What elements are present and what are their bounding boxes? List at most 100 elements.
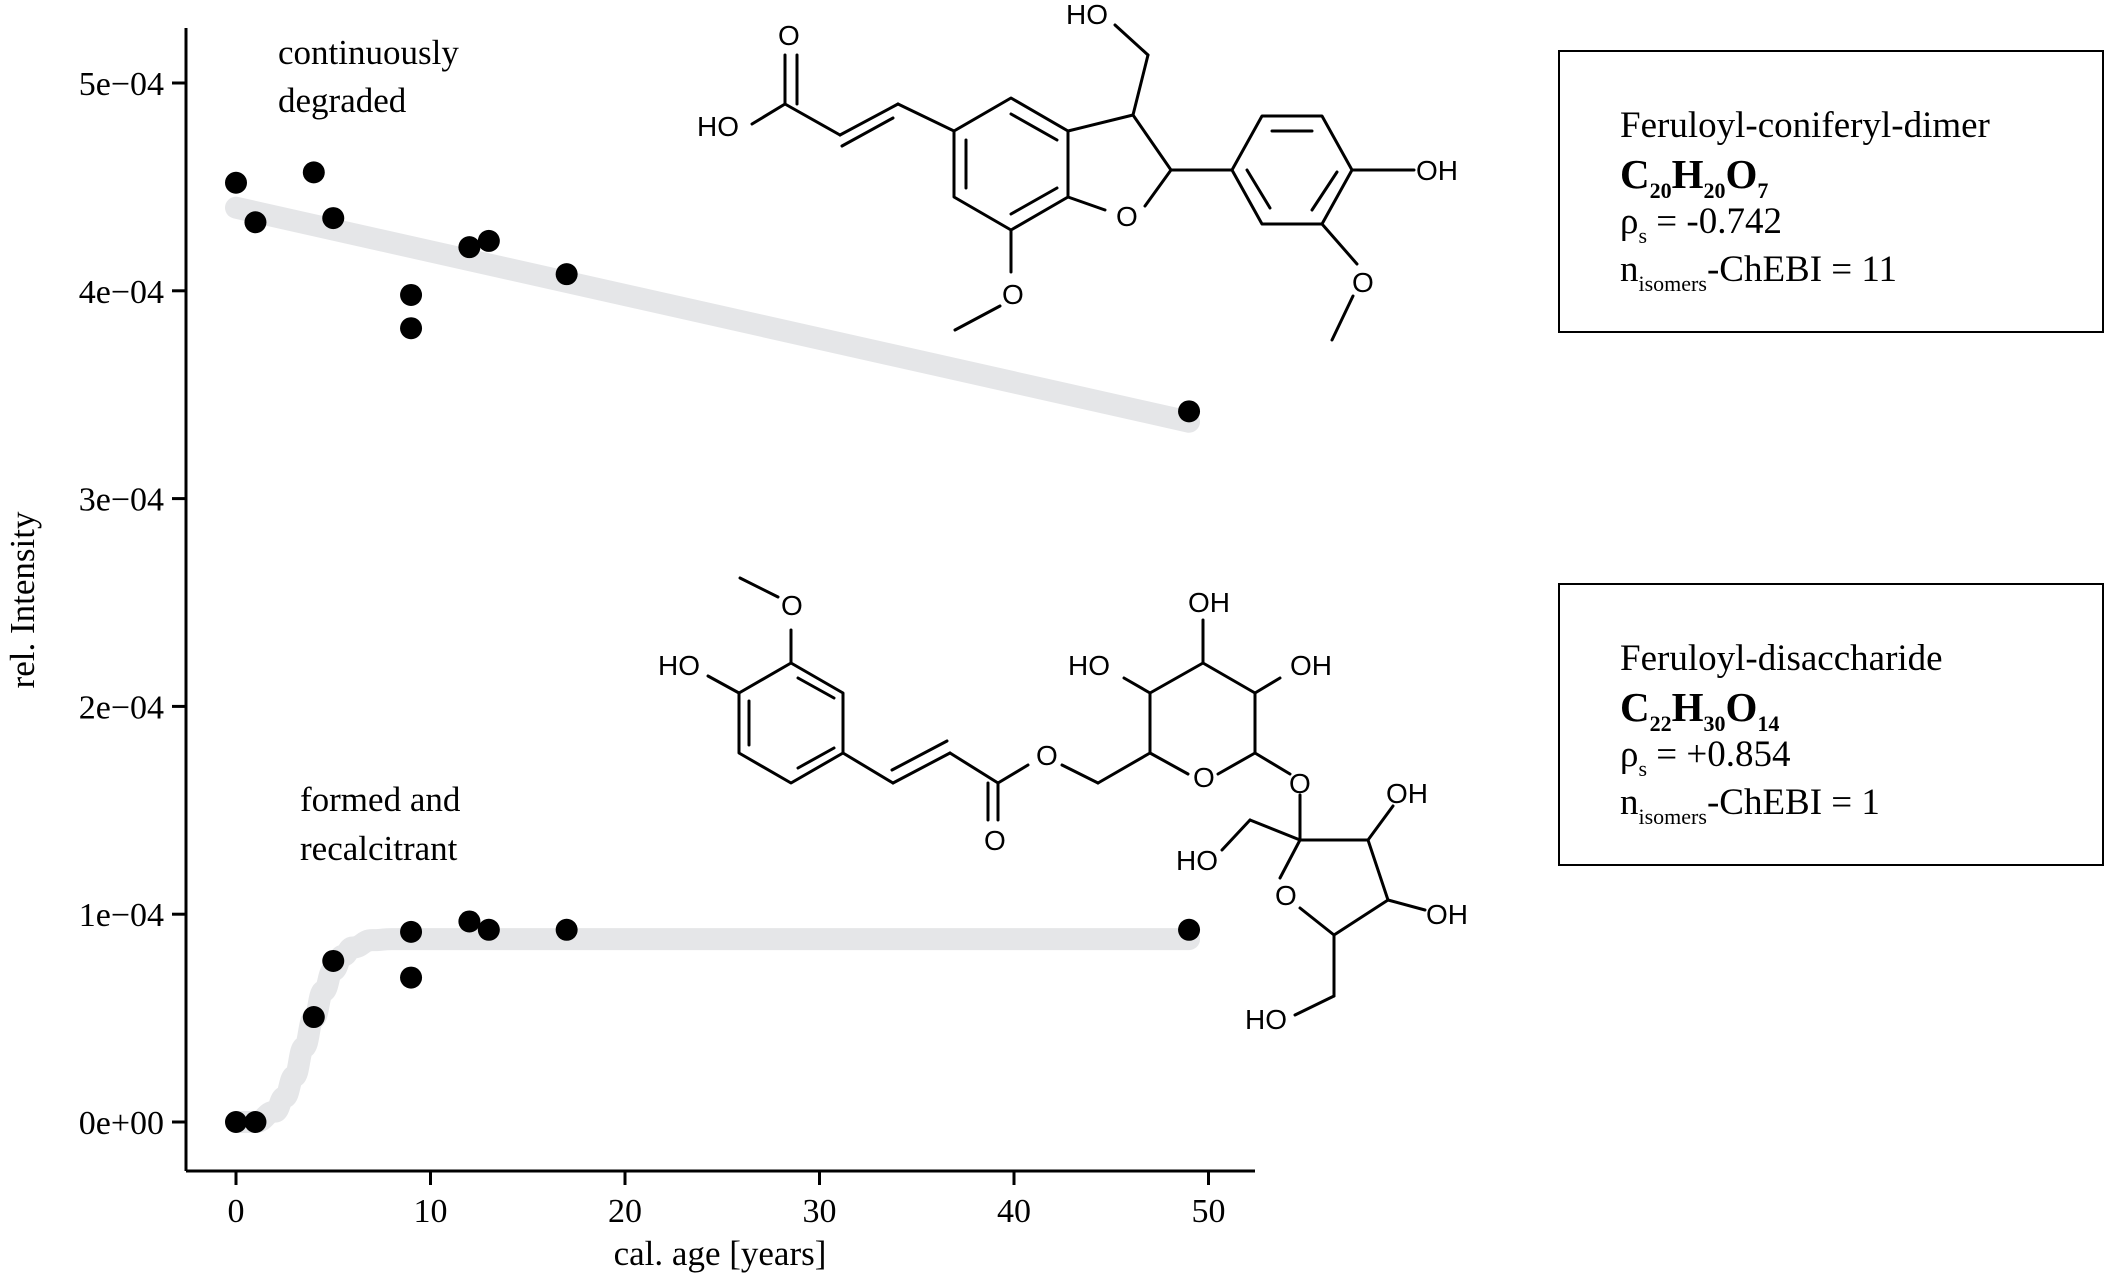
bond	[891, 751, 952, 785]
data-point-series-2	[555, 918, 578, 941]
bond	[1148, 751, 1190, 776]
data-point-series-1	[225, 171, 247, 194]
data-point-series-2	[477, 918, 500, 941]
bond	[750, 102, 787, 126]
ring-inner-bond	[1009, 112, 1059, 142]
dimer-label-o-carbonyl: O	[778, 20, 800, 51]
sugar-label-ho-left: HO	[1068, 650, 1110, 681]
axes	[184, 28, 1255, 1173]
bond	[1248, 818, 1302, 842]
annotation-formed-line2: recalcitrant	[300, 829, 458, 868]
bond	[948, 751, 1000, 785]
bond	[1253, 676, 1282, 695]
x-axis-title: cal. age [years]	[614, 1234, 827, 1273]
points-layer	[225, 161, 1201, 1133]
trend-band-series-2	[225, 928, 1201, 1133]
data-point-series-1	[477, 229, 500, 252]
bond	[1278, 838, 1302, 880]
compound-formula: C22H30O14	[1620, 684, 1780, 736]
y-tick-label: 3e−04	[79, 482, 164, 519]
data-point-series-2	[302, 1006, 325, 1029]
sugar-label-o-furanose: O	[1275, 880, 1297, 911]
bond	[1113, 23, 1150, 57]
bond	[890, 739, 949, 772]
bond	[1386, 898, 1427, 912]
y-ticks: 0e+00 1e−04 2e−04 3e−04 4e−04 5e−04	[79, 66, 186, 1142]
data-point-series-1	[400, 317, 423, 340]
compound-formula: C20H20O7	[1620, 151, 1769, 203]
sugar-label-oh-furan-right: OH	[1426, 899, 1468, 930]
bond	[1122, 676, 1152, 695]
dimer-label-ho-acid: HO	[697, 111, 739, 142]
annotation-degraded-line2: degraded	[278, 81, 407, 120]
compound-info-box-disaccharide: Feruloyl-disaccharide C22H30O14 ρs = +0.…	[1558, 583, 2104, 866]
sugar-label-ho-phenol: HO	[658, 650, 700, 681]
x-tick-label: 0	[228, 1193, 245, 1230]
data-point-series-2	[400, 966, 423, 989]
y-tick-label: 2e−04	[79, 689, 164, 726]
dimer-label-o-furan: O	[1116, 201, 1138, 232]
y-tick-label: 4e−04	[79, 274, 164, 311]
bond	[1131, 53, 1150, 117]
data-point-series-1	[302, 161, 325, 184]
y-tick-label: 0e+00	[79, 1105, 164, 1142]
data-point-series-2	[400, 920, 423, 943]
x-tick-label: 40	[997, 1193, 1031, 1230]
bond	[1143, 168, 1173, 208]
sugar-label-oh-top: OH	[1188, 587, 1230, 618]
bond	[1201, 661, 1257, 695]
data-point-series-2	[1178, 918, 1201, 941]
bond	[1066, 195, 1107, 212]
bond	[838, 102, 900, 137]
bond	[1148, 661, 1205, 695]
sugar-label-oh-right: OH	[1290, 650, 1332, 681]
bond	[1253, 751, 1292, 776]
data-point-series-2	[322, 949, 345, 972]
structure-feruloyl-disaccharide	[706, 576, 1427, 1017]
bond	[1298, 906, 1336, 937]
annotation-formed-line1: formed and	[300, 780, 461, 819]
compound-name: Feruloyl-coniferyl-dimer	[1620, 105, 1990, 146]
ring-inner-bond	[1310, 170, 1339, 212]
compound-name: Feruloyl-disaccharide	[1620, 638, 1943, 679]
dimer-label-o-methoxy-right: O	[1352, 267, 1374, 298]
bond	[1216, 751, 1257, 776]
data-point-series-1	[322, 207, 345, 230]
sugar-label-o-glycosidic: O	[1289, 768, 1311, 799]
data-point-series-1	[244, 211, 267, 234]
x-tick-label: 10	[414, 1193, 448, 1230]
spearman-rho: ρs = -0.742	[1620, 201, 1782, 248]
bond	[783, 102, 842, 137]
data-point-series-2	[225, 1111, 247, 1133]
bond	[1131, 113, 1173, 172]
annotation-degraded-line1: continuously	[278, 33, 459, 72]
trend-layer	[225, 196, 1201, 1133]
y-tick-label: 5e−04	[79, 66, 164, 103]
bond	[1330, 294, 1355, 342]
sugar-label-o-methoxy: O	[781, 590, 803, 621]
bond	[706, 674, 741, 695]
bond	[841, 751, 895, 785]
sugar-label-ho-ch2-bottom: HO	[1245, 1004, 1287, 1035]
data-point-series-1	[400, 283, 423, 306]
sugar-label-oh-furan-top: OH	[1386, 778, 1428, 809]
isomer-count: nisomers-ChEBI = 1	[1620, 782, 1880, 829]
y-tick-label: 1e−04	[79, 897, 164, 934]
sugar-label-ho-ch2-top: HO	[1176, 845, 1218, 876]
ring-benzene-left	[952, 96, 1070, 232]
data-point-series-2	[458, 910, 481, 933]
bond	[738, 576, 780, 599]
structure-feruloyl-coniferyl-dimer	[750, 23, 1416, 342]
ring-inner-bond	[1245, 168, 1272, 210]
bond	[1332, 898, 1390, 937]
bond	[1220, 818, 1252, 852]
bond	[1066, 113, 1135, 133]
bond	[840, 116, 895, 148]
sugar-label-o-pyranose: O	[1193, 762, 1215, 793]
x-tick-label: 50	[1192, 1193, 1226, 1230]
y-axis-title: rel. Intensity	[3, 511, 42, 688]
compound-info-box-dimer: Feruloyl-coniferyl-dimer C20H20O7 ρs = -…	[1558, 50, 2104, 333]
ring-inner-bond	[1009, 186, 1059, 216]
